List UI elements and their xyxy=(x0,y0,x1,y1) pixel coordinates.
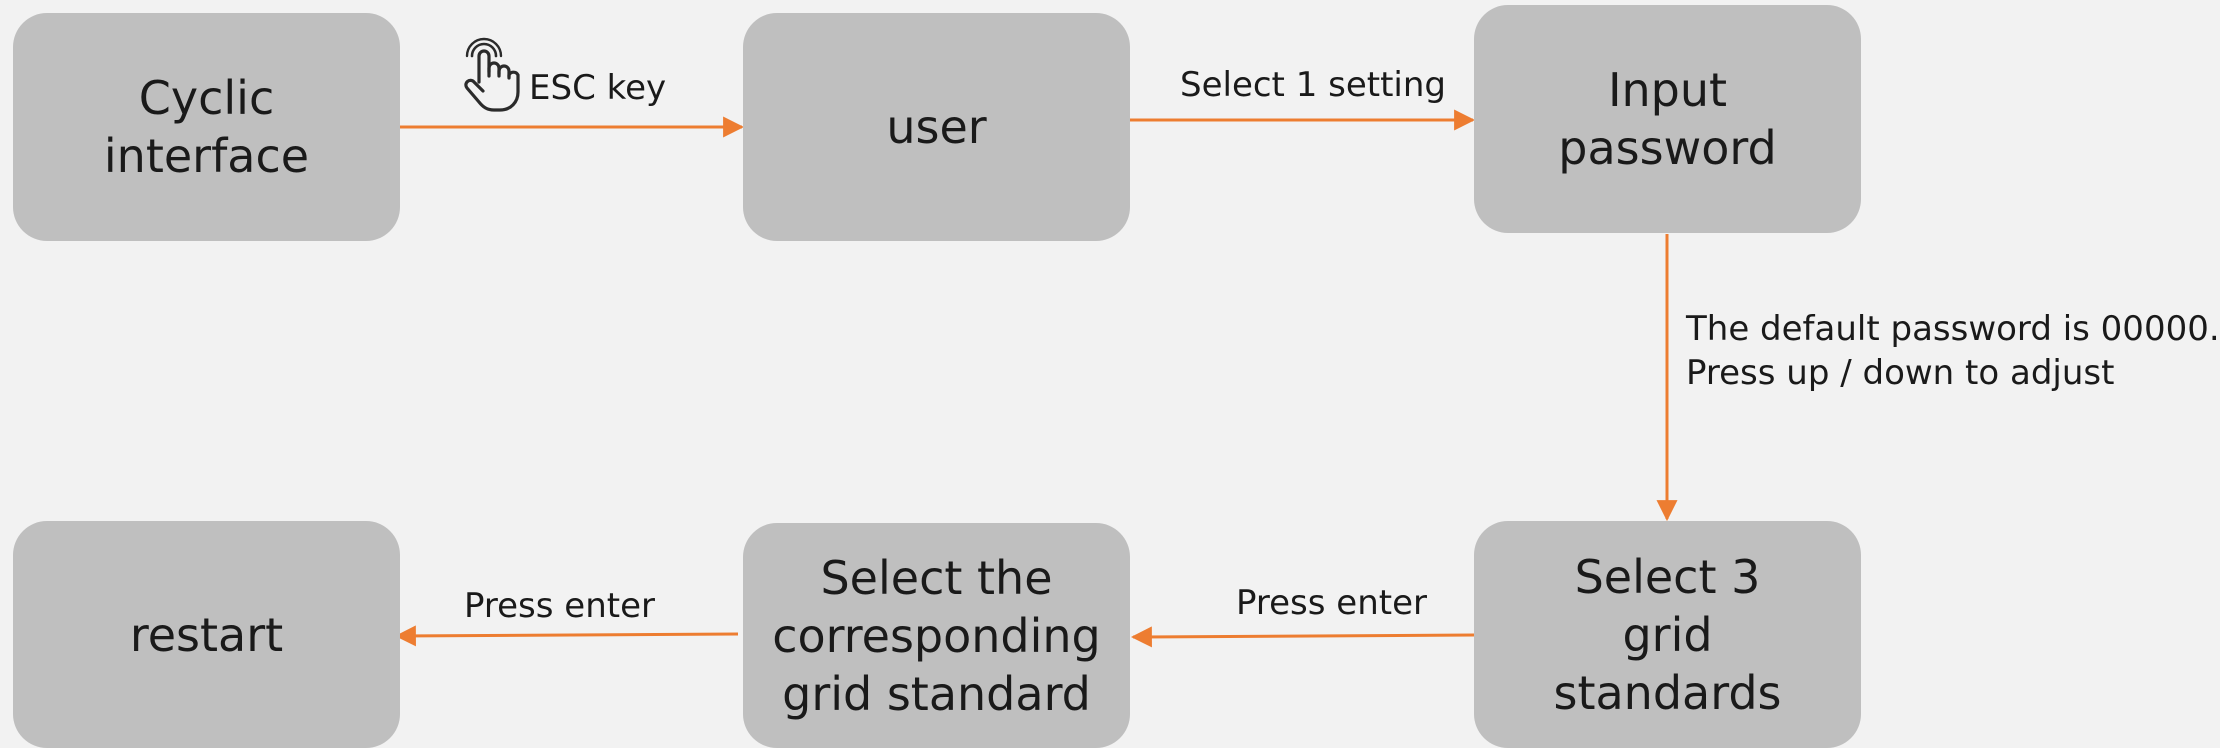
node-cyclic-interface-label: Cyclic interface xyxy=(103,71,310,183)
node-input-password: Input password xyxy=(1474,5,1861,233)
arrow-grid-standards-to-corresponding xyxy=(1130,626,1475,648)
edge-label-password-hint: The default password is 00000. Press up … xyxy=(1686,307,2220,395)
password-hint-line-1: The default password is 00000. xyxy=(1686,309,2220,349)
node-input-password-label: Input password xyxy=(1558,63,1777,175)
hand-pointer-icon xyxy=(464,37,520,112)
node-user-label: user xyxy=(886,100,987,154)
node-restart-label: restart xyxy=(129,607,284,662)
edge-label-select-setting: Select 1 setting xyxy=(1180,65,1447,105)
node-select-corresponding-standard: Select the corresponding grid standard xyxy=(743,523,1130,748)
node-user: user xyxy=(743,13,1130,241)
node-cyclic-interface: Cyclic interface xyxy=(13,13,400,241)
edge-label-press-enter-right: Press enter xyxy=(1236,583,1427,623)
node-select-grid-standards: Select 3 grid standards xyxy=(1474,521,1861,748)
node-select-grid-standards-label: Select 3 grid standards xyxy=(1553,549,1782,720)
edge-label-esc-key: ESC key xyxy=(529,68,667,108)
node-restart: restart xyxy=(13,521,400,748)
arrow-corresponding-to-restart xyxy=(394,625,739,647)
password-hint-line-2: Press up / down to adjust xyxy=(1686,353,2115,393)
edge-label-press-enter-left: Press enter xyxy=(464,586,655,626)
node-select-corresponding-standard-label: Select the corresponding grid standard xyxy=(772,550,1101,721)
